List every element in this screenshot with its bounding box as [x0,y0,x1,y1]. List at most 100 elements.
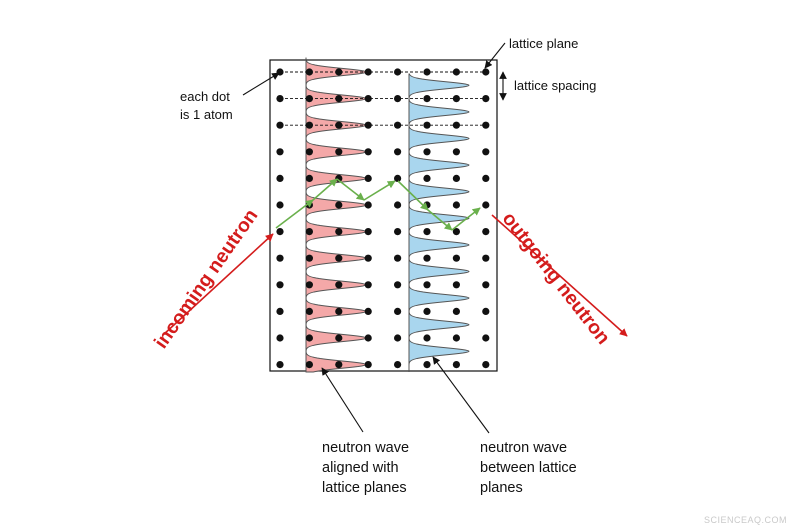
each-dot-label-line2: is 1 atom [180,107,233,122]
atom-dot [305,307,313,315]
atom-dot [276,148,284,156]
atom-dot [276,254,284,262]
atom-dot [452,95,460,103]
aligned-neutron-wave [305,57,367,373]
atom-dot [452,334,460,342]
atom-dot [364,148,372,156]
atom-dot [482,95,490,103]
atom-dot [364,307,372,315]
lattice-plane-label: lattice plane [509,36,579,51]
atom-dot [364,95,372,103]
atom-dot [452,148,460,156]
atom-dot [305,121,313,129]
atom-dot [364,281,372,289]
atom-dot [305,68,313,76]
atom-dot [452,201,460,209]
atom-dot [276,228,284,236]
atom-dot [335,201,343,209]
atom-dot [423,281,431,289]
atom-dot [394,361,402,369]
outgoing-neutron-arrow [491,214,628,337]
atom-dot [482,254,490,262]
atom-dot [452,68,460,76]
atom-dot [482,334,490,342]
incoming-neutron-arrow [162,233,274,336]
atom-dot [482,68,490,76]
atom-dot [305,361,313,369]
atom-dot [305,254,313,262]
atom-dot [423,228,431,236]
lattice-spacing-label: lattice spacing [514,78,597,93]
watermark: SCIENCEAQ.COM [704,515,788,525]
atom-dot [364,68,372,76]
atom-dot [364,334,372,342]
atom-dot [423,307,431,315]
atom-dot [335,148,343,156]
atom-dot [452,174,460,182]
atom-dot [305,228,313,236]
atom-dot [394,148,402,156]
atom-dot [335,68,343,76]
atom-grid [276,68,490,369]
atom-dot [482,201,490,209]
atom-dot [276,307,284,315]
atom-dot [482,228,490,236]
atom-dot [423,334,431,342]
between-wave-pointer [432,356,490,434]
atom-dot [423,174,431,182]
atom-dot [276,121,284,129]
atom-dot [394,174,402,182]
atom-dot [452,361,460,369]
each-dot-pointer [242,72,280,96]
atom-dot [305,95,313,103]
aligned-wave-label-line2: aligned with [322,460,399,476]
atom-dot [305,334,313,342]
atom-dot [423,148,431,156]
aligned-wave-label-line1: neutron wave [322,440,410,456]
atom-dot [364,121,372,129]
atom-dot [423,361,431,369]
atom-dot [452,121,460,129]
atom-dot [423,95,431,103]
atom-dot [335,228,343,236]
lattice-plane-pointer [484,42,506,69]
atom-dot [394,334,402,342]
atom-dot [276,281,284,289]
atom-dot [335,121,343,129]
atom-dot [364,174,372,182]
atom-dot [305,281,313,289]
atom-dot [335,334,343,342]
atom-dot [364,228,372,236]
atom-dot [305,148,313,156]
atom-dot [482,307,490,315]
path-segment [336,178,365,201]
atom-dot [394,95,402,103]
atom-dot [335,95,343,103]
atom-dot [276,334,284,342]
path-segment [397,180,429,211]
path-segment [312,178,338,201]
between-planes-neutron-wave [408,73,470,372]
between-wave-label-line2: between lattice [480,460,577,476]
atom-dot [452,228,460,236]
atom-dot [305,174,313,182]
red-wave-profile [305,57,367,373]
atom-dot [276,361,284,369]
path-segment [363,180,396,201]
between-wave-label-line1: neutron wave [480,440,568,456]
atom-dot [423,254,431,262]
atom-dot [394,68,402,76]
atom-dot [394,201,402,209]
atom-dot [452,254,460,262]
atom-dot [276,201,284,209]
atom-dot [452,307,460,315]
atom-dot [482,361,490,369]
path-segment [451,207,481,231]
atom-dot [335,307,343,315]
aligned-wave-pointer [321,367,364,433]
path-segment [275,199,314,229]
atom-dot [394,254,402,262]
atom-dot [452,281,460,289]
between-wave-label-line3: planes [480,480,523,496]
